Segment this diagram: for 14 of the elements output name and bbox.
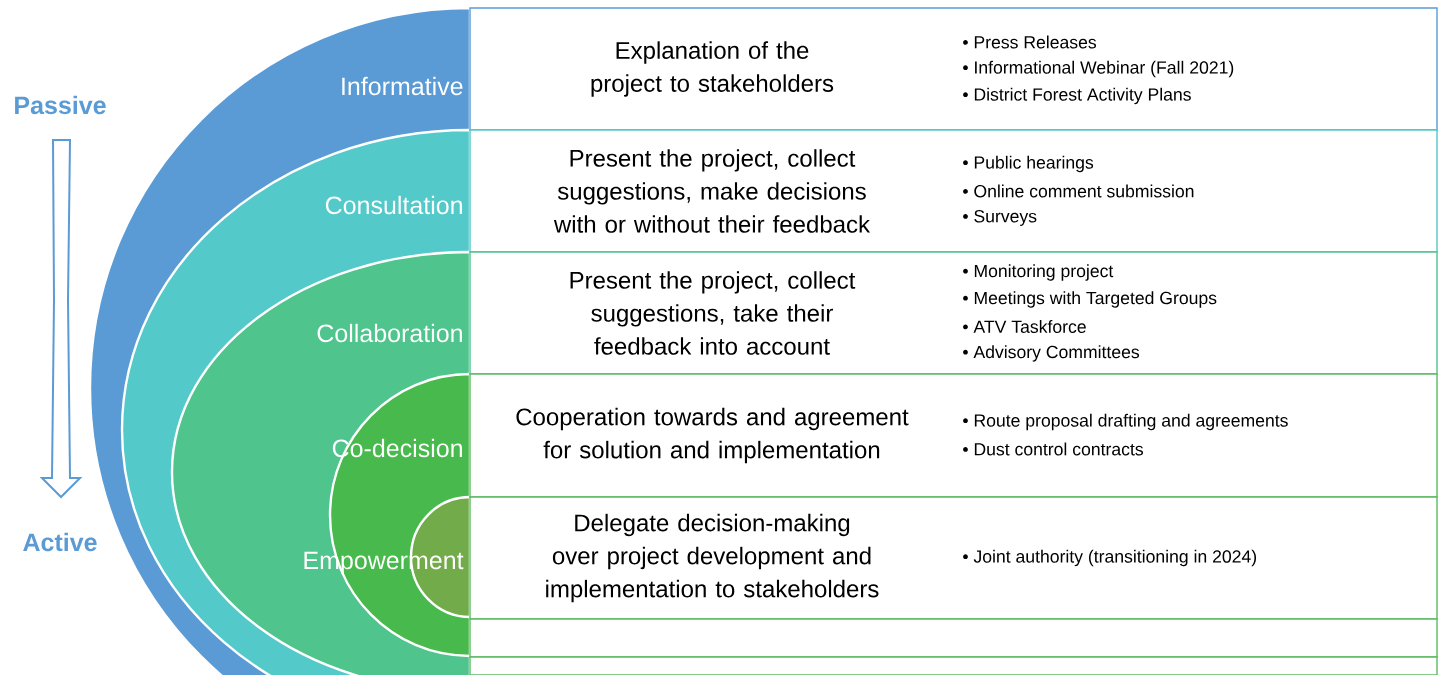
bullet-item: • ATV Taskforce	[963, 320, 1086, 333]
bullet-item: • Online comment submission	[963, 184, 1194, 198]
bullet-item: • Press Releases	[963, 35, 1097, 49]
bullet-item: • Informational Webinar (Fall 2021)	[963, 60, 1234, 78]
bullet-item: • Meetings with Targeted Groups	[963, 291, 1217, 308]
bullet-item: • Route proposal drafting and agreements	[963, 413, 1288, 431]
empty-row	[469, 656, 1438, 675]
bullet-item: • Surveys	[963, 210, 1037, 226]
bullet-item: • Joint authority (transitioning in 2024)	[963, 549, 1257, 567]
bullet-item: • Public hearings	[963, 155, 1094, 173]
bullet-item: • Advisory Committees	[963, 345, 1140, 362]
bullet-item: • Dust control contracts	[963, 442, 1143, 456]
bullet-item: • District Forest Activity Plans	[963, 87, 1191, 105]
bullet-item: • Monitoring project	[963, 264, 1114, 281]
